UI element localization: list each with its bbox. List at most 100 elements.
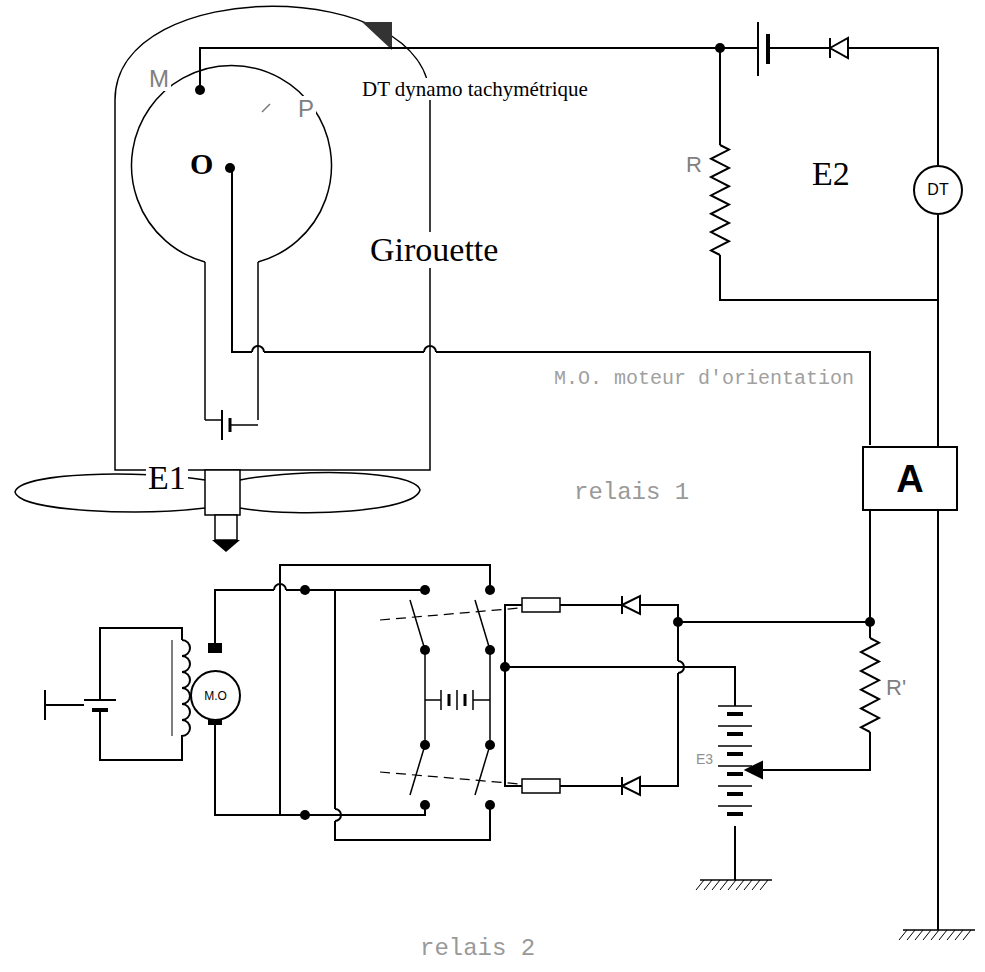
relay-contacts-part — [380, 772, 520, 784]
ground-symbol-part — [728, 880, 736, 890]
relay-contacts-part — [489, 650, 491, 745]
tachometer-loop-part — [768, 47, 830, 49]
relay-coils-part — [621, 596, 623, 614]
relay-coils-part — [640, 785, 645, 787]
relay-coils-part — [640, 604, 645, 606]
relay-coils-part — [522, 598, 560, 612]
threshold-circuit-part — [869, 622, 871, 638]
threshold-circuit-part — [645, 673, 678, 786]
tachometer-loop-part — [829, 38, 831, 58]
threshold-circuit-part-part — [727, 792, 743, 796]
field-circuit-part — [100, 710, 182, 760]
relay-coils-part — [622, 596, 640, 614]
battery-label: E2 — [810, 156, 852, 192]
ground-symbol-part — [744, 880, 752, 890]
propeller — [15, 470, 420, 552]
field-circuit-part — [100, 628, 182, 700]
signal-wire-part — [424, 346, 436, 352]
terminal-label: M — [147, 66, 171, 91]
relay-coils-part — [621, 777, 623, 795]
threshold-circuit-part-part — [718, 765, 752, 767]
potentiometer-contacts-part — [225, 163, 235, 173]
part-name: Girouette — [368, 232, 500, 268]
threshold-circuit-part — [734, 826, 736, 880]
vane-outline-part — [205, 419, 222, 421]
relay-contacts-part — [380, 608, 520, 620]
ground-symbol — [696, 880, 975, 940]
relay-contacts-part — [424, 650, 426, 745]
ground-symbol-part — [760, 880, 768, 890]
ground-symbol-part — [696, 880, 704, 890]
signal-wire-part — [252, 346, 264, 352]
signal-wire-part — [232, 172, 252, 352]
relay-contacts-part — [473, 699, 490, 701]
ground-symbol-part — [915, 930, 923, 940]
field-circuit-part — [182, 640, 190, 750]
terminal-label: P — [296, 96, 316, 121]
tachometer-loop-part — [937, 215, 939, 930]
relay-coils-part — [622, 777, 640, 795]
ground-symbol-part — [947, 930, 955, 940]
node-text: A — [896, 460, 923, 498]
center-label: O — [188, 148, 215, 180]
relay-coils-part — [505, 605, 522, 786]
relay-label: relais 2 — [418, 936, 537, 961]
ground-symbol-part — [899, 930, 907, 940]
threshold-circuit-part — [718, 702, 752, 814]
relay-contacts-part — [456, 690, 458, 710]
battery-e1-part — [230, 424, 258, 426]
relay-contacts-part — [440, 690, 442, 710]
tachometer-loop-part — [711, 145, 729, 255]
battery-e1 — [222, 410, 258, 440]
relay-contacts-part — [475, 600, 490, 650]
motor-wiring-part — [280, 565, 490, 815]
resistor-label: R — [684, 153, 704, 176]
resistor-label: R' — [884, 676, 908, 699]
battery-label: E3 — [694, 752, 715, 767]
ground-symbol-part — [712, 880, 720, 890]
field-circuit — [45, 628, 190, 760]
field-circuit-part — [172, 640, 173, 736]
propeller-part — [215, 515, 237, 540]
threshold-circuit-part — [760, 732, 870, 770]
ground-symbol-part — [963, 930, 971, 940]
threshold-circuit-part-part — [734, 702, 736, 706]
ground-symbol-part — [752, 880, 760, 890]
motor-wiring-part — [215, 590, 274, 651]
relay-coils — [500, 596, 645, 795]
tachometer-circle: DT — [913, 165, 963, 215]
relay-coils-part — [522, 779, 560, 793]
threshold-circuit-part-part — [727, 752, 743, 756]
node-text: DT — [927, 182, 948, 198]
threshold-circuit-part — [505, 667, 735, 702]
tachometer-loop-part — [830, 38, 848, 58]
threshold-circuit-part-part — [718, 805, 752, 807]
tachometer-loop-part — [848, 48, 938, 165]
relay-contacts-part — [464, 694, 467, 706]
signal-wire-part — [869, 510, 871, 622]
battery-label: E1 — [146, 460, 188, 496]
threshold-circuit-part-part — [718, 785, 752, 787]
threshold-circuit-part-part — [718, 745, 752, 747]
ground-symbol-part — [704, 880, 712, 890]
propeller-part — [240, 473, 420, 513]
motor-wiring-part — [335, 805, 490, 840]
field-circuit-part — [84, 699, 116, 701]
motor-circle: M.O — [190, 670, 241, 721]
ground-symbol-part — [939, 930, 947, 940]
node-text: M.O — [204, 690, 227, 702]
ground-symbol-part — [955, 930, 963, 940]
battery-e1-part — [221, 410, 223, 440]
component-caption: DT dynamo tachymétrique — [360, 78, 590, 100]
relay-label: relais 1 — [572, 480, 691, 505]
propeller-part — [205, 470, 240, 515]
relay-coils-part — [500, 662, 510, 672]
vane-outline-part — [362, 22, 392, 50]
wire-caption: M.O. moteur d'orientation — [552, 368, 856, 389]
threshold-circuit-part-part — [727, 772, 743, 776]
relay-contacts-part — [475, 745, 490, 795]
field-circuit-part — [44, 690, 46, 720]
motor-wiring — [215, 565, 490, 840]
